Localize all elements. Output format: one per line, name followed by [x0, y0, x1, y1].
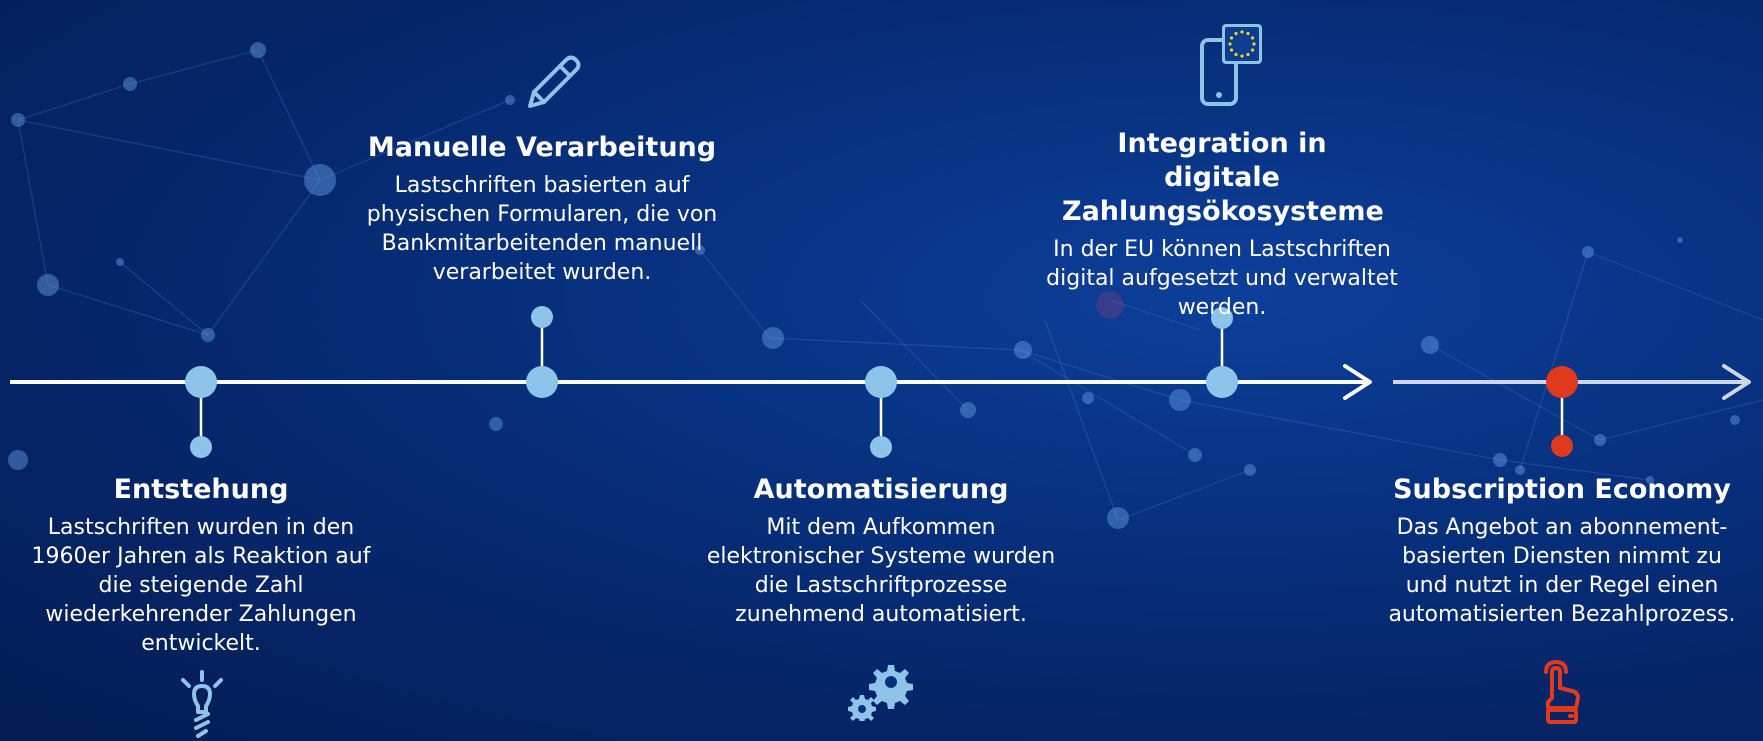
event-description: In der EU können Lastschriften digital a… — [1046, 237, 1398, 320]
milestone-manuelle-verarbeitung — [526, 306, 558, 398]
milestone-integration — [1206, 307, 1238, 398]
future-arrowhead — [1722, 364, 1751, 400]
event-subscription-economy: Subscription Economy Das Angebot an abon… — [1372, 473, 1752, 629]
event-description: Lastschriften basierten auf physischen F… — [366, 173, 718, 285]
milestone-automatisierung — [865, 366, 897, 458]
event-title: Automatisierung — [753, 474, 1009, 505]
milestone-connector-dot — [870, 436, 892, 458]
event-title: Integration in digitale Zahlungsökosyste… — [1062, 128, 1384, 227]
event-integration: Integration in digitale Zahlungsökosyste… — [1032, 127, 1412, 322]
milestone-marker — [1546, 366, 1578, 398]
milestone-subscription-economy — [1546, 366, 1578, 457]
timeline-arrowhead — [1343, 364, 1372, 400]
milestone-entstehung — [185, 366, 217, 458]
event-manuelle-verarbeitung: Manuelle Verarbeitung Lastschriften basi… — [342, 131, 742, 287]
milestone-marker — [1206, 366, 1238, 398]
event-entstehung: Entstehung Lastschriften wurden in den 1… — [11, 473, 391, 658]
gears-icon — [848, 665, 913, 721]
milestone-connector-dot — [1211, 307, 1233, 329]
milestone-marker — [526, 366, 558, 398]
event-title: Subscription Economy — [1393, 474, 1731, 505]
event-automatisierung: Automatisierung Mit dem Aufkommen elektr… — [681, 473, 1081, 629]
milestone-marker — [185, 366, 217, 398]
event-description: Lastschriften wurden in den 1960er Jahre… — [31, 515, 371, 656]
lightbulb-icon — [181, 670, 223, 738]
timeline-line-main — [10, 364, 1372, 400]
event-title: Entstehung — [113, 474, 289, 505]
event-title: Manuelle Verarbeitung — [367, 132, 717, 163]
milestone-connector-dot — [531, 306, 553, 328]
pointing-hand-icon — [1544, 660, 1580, 724]
event-description: Das Angebot an abonnement-basierten Dien… — [1388, 515, 1736, 627]
pencil-icon — [528, 55, 581, 108]
event-description: Mit dem Aufkommen elektronischer Systeme… — [706, 515, 1056, 627]
milestone-connector-dot — [190, 436, 212, 458]
milestone-marker — [865, 366, 897, 398]
eu-phone-icon — [1200, 24, 1262, 106]
milestone-connector-dot — [1551, 435, 1573, 457]
